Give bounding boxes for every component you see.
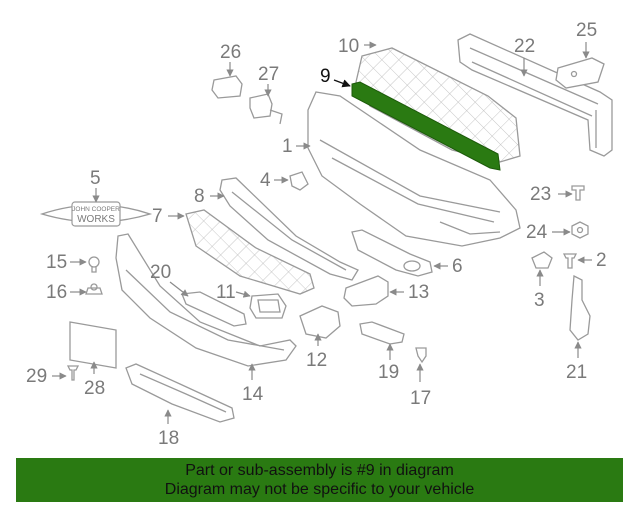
- callout-1: 1: [282, 136, 293, 157]
- callout-19: 19: [378, 362, 399, 383]
- part-11-fog-bezel: [249, 293, 287, 319]
- callout-15: 15: [46, 252, 67, 273]
- callout-24: 24: [526, 222, 548, 243]
- callout-29: 29: [26, 366, 47, 387]
- callout-12: 12: [306, 350, 327, 371]
- part-16-nut: [85, 283, 103, 295]
- callout-25: 25: [576, 20, 597, 41]
- part-3-clip: [531, 251, 553, 269]
- badge-line1: JOHN COOPER: [72, 206, 120, 213]
- callout-2: 2: [596, 250, 607, 271]
- callout-21: 21: [566, 362, 587, 383]
- callout-6: 6: [452, 256, 463, 277]
- callout-labels: 10 22 25 26 27 9 1 4 5 8 7 15 16 20 11 6…: [26, 20, 607, 449]
- callout-22: 22: [514, 36, 535, 57]
- callout-14: 14: [242, 384, 264, 405]
- callout-10: 10: [338, 36, 359, 57]
- callout-18: 18: [158, 428, 179, 449]
- part-14-lower-spoiler: [115, 233, 297, 367]
- part-12-air-duct: [299, 305, 341, 339]
- callout-13: 13: [408, 282, 429, 303]
- part-24-nut: [571, 221, 589, 239]
- part-26-clip: [211, 75, 243, 99]
- callout-26: 26: [220, 42, 241, 63]
- callout-3: 3: [534, 290, 545, 311]
- part-25-bracket: [555, 57, 605, 89]
- part-23-bolt: [571, 185, 585, 201]
- part-1-bumper-cover: [307, 91, 521, 247]
- part-info-banner: Part or sub-assembly is #9 in diagram Di…: [16, 458, 623, 502]
- part-27-sensor: [249, 93, 283, 125]
- part-7-lower-grille: [185, 209, 315, 295]
- callout-23: 23: [530, 184, 551, 205]
- part-8-lower-trim: [219, 177, 359, 281]
- part-19-bracket: [359, 321, 405, 345]
- callout-11: 11: [216, 282, 236, 303]
- callout-7: 7: [152, 206, 163, 227]
- leader-lines: [52, 41, 592, 424]
- part-6-fog-trim: [351, 229, 433, 277]
- callout-5: 5: [90, 168, 101, 189]
- callout-16: 16: [46, 282, 67, 303]
- part-9-trim-strip-highlighted: [351, 81, 501, 171]
- part-4-small-clip: [289, 171, 309, 191]
- callout-9-highlighted: 9: [320, 66, 331, 87]
- part-5-jcw-badge: JOHN COOPER WORKS: [39, 201, 153, 227]
- callout-4: 4: [260, 170, 271, 191]
- callout-28: 28: [84, 378, 105, 399]
- banner-line-1: Part or sub-assembly is #9 in diagram: [185, 462, 454, 479]
- part-15-clip: [88, 256, 100, 273]
- part-29-screw: [66, 365, 80, 381]
- part-28-plate-bracket: [69, 321, 117, 369]
- callout-17: 17: [410, 388, 431, 409]
- part-20-bracket: [181, 291, 247, 327]
- callout-27: 27: [258, 64, 279, 85]
- part-17-clip: [415, 347, 427, 364]
- part-18-underbody-panel: [125, 363, 235, 423]
- callout-20: 20: [150, 262, 171, 283]
- part-2-screw: [562, 253, 578, 269]
- banner-line-2: Diagram may not be specific to your vehi…: [164, 481, 475, 498]
- callout-8: 8: [194, 186, 205, 207]
- part-13-air-duct: [343, 275, 389, 307]
- part-21-bracket: [569, 274, 591, 341]
- badge-line2: WORKS: [77, 214, 115, 225]
